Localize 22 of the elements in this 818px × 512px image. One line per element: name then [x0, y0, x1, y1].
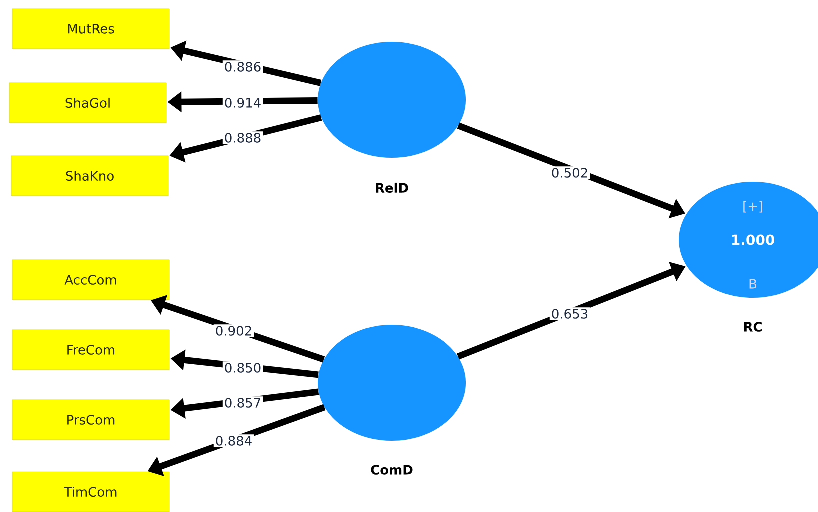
- indicator-box: ShaKno: [11, 156, 169, 196]
- indicator-box: AccCom: [12, 260, 170, 300]
- edge-label: 0.902: [214, 324, 254, 338]
- indicator-box: TimCom: [12, 472, 170, 512]
- indicator-box: FreCom: [12, 330, 170, 370]
- edge-label: 0.653: [550, 308, 590, 320]
- plus-marker: [+]: [744, 201, 762, 213]
- indicator-box: MutRes: [12, 8, 170, 50]
- indicator-box: ShaGol: [9, 82, 167, 124]
- edge-label: 0.888: [222, 132, 264, 144]
- indicator-box: PrsCom: [12, 400, 170, 440]
- edge-label: 0.850: [222, 362, 264, 374]
- mode-letter: B: [750, 279, 757, 289]
- edge-label: 0.886: [222, 60, 264, 74]
- construct-name: RelD: [376, 182, 408, 194]
- edge-label: 0.884: [214, 434, 254, 448]
- edge-label: 0.857: [222, 396, 264, 410]
- r-squared-value: 1.000: [732, 234, 774, 246]
- construct-name: RC: [744, 322, 762, 332]
- construct-name: ComD: [371, 465, 413, 475]
- edge-label: 0.914: [222, 96, 264, 110]
- edge-label: 0.502: [550, 166, 590, 180]
